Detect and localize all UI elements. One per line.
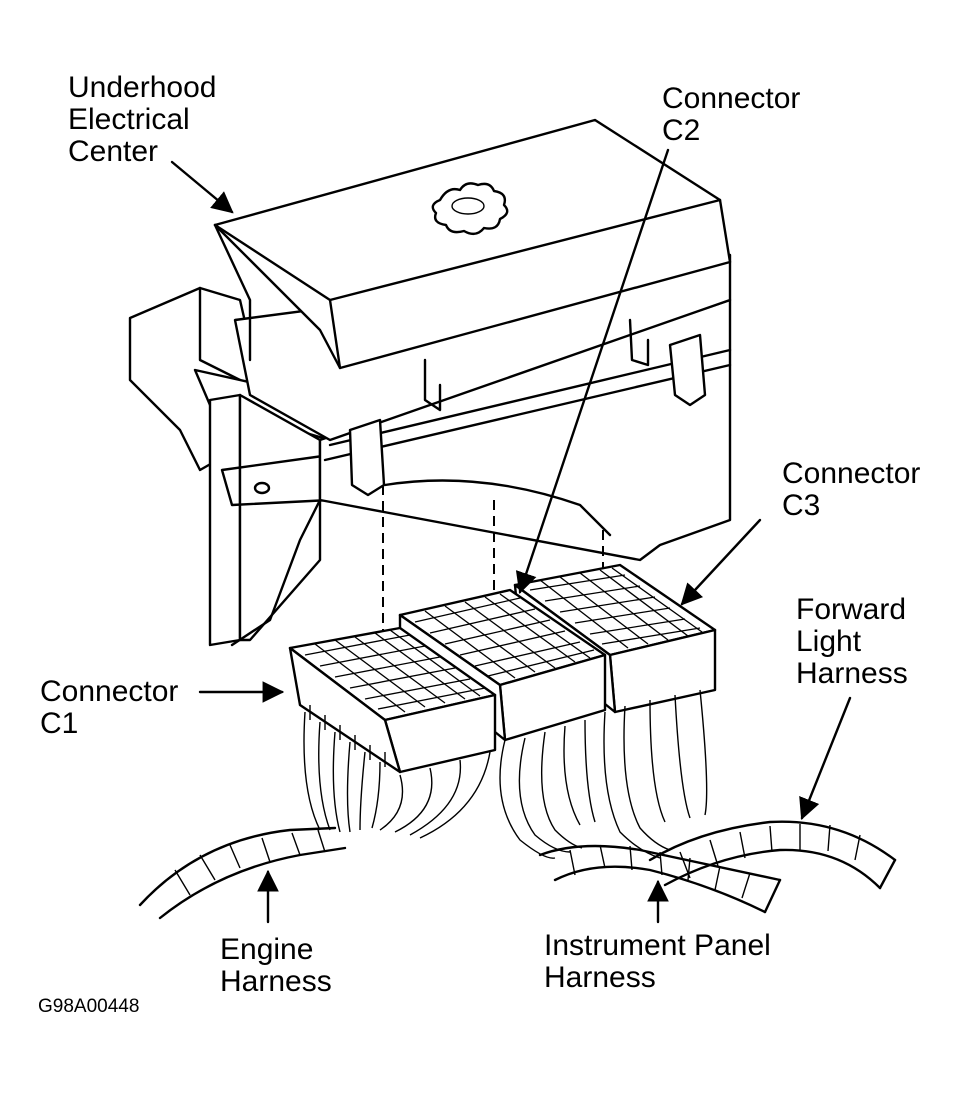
label-line: Instrument Panel (544, 929, 771, 962)
label-line: Harness (220, 965, 332, 998)
engine-harness (138, 826, 347, 920)
label-line: C1 (40, 707, 79, 740)
label-line: Harness (796, 657, 908, 690)
label-connector-c3: Connector C3 (782, 458, 920, 522)
label-line: Center (68, 135, 159, 168)
label-line: Light (796, 625, 862, 658)
figure-code: G98A00448 (38, 996, 140, 1017)
label-line: C2 (662, 114, 701, 147)
underhood-electrical-center (213, 118, 732, 562)
label-connector-c2: Connector C2 (662, 83, 800, 147)
label-line: Engine (220, 933, 314, 966)
label-connector-c1: Connector C1 (40, 676, 178, 740)
leader-c3 (680, 518, 762, 606)
label-underhood-electrical-center: Underhood Electrical Center (68, 72, 216, 168)
label-line: C3 (782, 489, 821, 522)
label-line: Connector (40, 675, 179, 708)
label-line: Underhood (68, 71, 217, 104)
instrument-panel-harness (538, 844, 782, 914)
label-line: Connector (782, 457, 921, 490)
forward-light-harness (648, 820, 897, 890)
label-line: Harness (544, 961, 656, 994)
leader-underhood (170, 160, 234, 214)
label-instrument-panel-harness: Instrument Panel Harness (544, 930, 771, 994)
label-line: Forward (796, 593, 907, 626)
leader-c2 (515, 148, 670, 595)
label-engine-harness: Engine Harness (220, 934, 332, 998)
label-line: Electrical (68, 103, 190, 136)
leader-forward-light (799, 696, 852, 821)
label-forward-light-harness: Forward Light Harness (796, 594, 908, 690)
connector-c1 (288, 626, 497, 774)
label-line: Connector (662, 82, 801, 115)
